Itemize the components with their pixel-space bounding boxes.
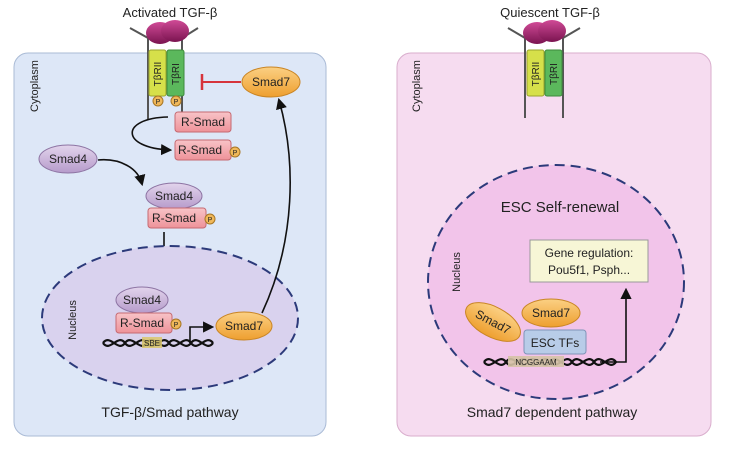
rsmad	[174, 111, 232, 133]
phospho-mark: P	[156, 99, 161, 106]
esc-self-renewal-label: ESC Self-renewal	[501, 199, 619, 216]
right-receptor-complex: TβRII TβRI	[507, 20, 581, 118]
right-cytoplasm-label: Cytoplasm	[411, 60, 423, 112]
smad7-cytoplasm	[241, 66, 301, 98]
nuclear-smad7	[215, 311, 273, 341]
rsmad-phospho-label: R-Smad	[178, 143, 222, 157]
right-nucleus-label: Nucleus	[451, 252, 463, 292]
complex-smad4-label: Smad4	[155, 189, 193, 203]
left-nucleus-label: Nucleus	[67, 300, 79, 340]
phospho-mark: P	[174, 99, 179, 106]
phospho-mark: P	[174, 322, 179, 329]
ligand-icon	[538, 20, 566, 42]
nuclear-smad7-label: Smad7	[225, 319, 263, 333]
receptor-type2	[526, 49, 545, 97]
receptor-1-label: TβRI	[171, 63, 182, 85]
right-panel-title: Quiescent TGF-β	[500, 5, 600, 20]
left-cytoplasm-label: Cytoplasm	[29, 60, 41, 112]
right-pathway-title: Smad7 dependent pathway	[467, 404, 637, 420]
smad7-tilted	[465, 302, 521, 342]
esc-tfs-label: ESC TFs	[531, 336, 579, 350]
smad7-export-arrow	[261, 97, 291, 314]
ligand-icon	[161, 20, 189, 42]
left-panel-title: Activated TGF-β	[123, 5, 218, 20]
esc-tfs	[523, 329, 587, 355]
receptor-type1	[544, 49, 563, 97]
gene-regulation-genes: Pou5f1, Psph...	[548, 263, 630, 277]
motif-box	[508, 356, 564, 367]
phosphate-circle	[152, 95, 164, 107]
motif-label: NCGGAAM	[515, 358, 557, 367]
phosphate-circle	[204, 213, 216, 225]
receptor-2-label: TβRII	[531, 62, 542, 87]
complex-formation-arrow	[97, 159, 146, 187]
smad7-top	[521, 298, 581, 328]
transcription-arrow	[189, 321, 215, 343]
gene-regulation-box	[529, 239, 649, 283]
smad4-free	[38, 144, 98, 174]
receptor-2-label: TβRII	[153, 62, 164, 87]
gene-activation-arrow	[600, 287, 632, 363]
phospho-mark: P	[233, 150, 238, 157]
gene-regulation-title: Gene regulation:	[545, 246, 634, 260]
phosphate-circle	[170, 318, 182, 330]
rsmad-label: R-Smad	[181, 115, 225, 129]
receptor-1-label: TβRI	[549, 63, 560, 85]
phosphate-circle	[229, 146, 241, 158]
nuclear-smad4-label: Smad4	[123, 293, 161, 307]
complex-rsmad-label: R-Smad	[152, 211, 196, 225]
smad4-free-label: Smad4	[49, 152, 87, 166]
left-receptor-complex: TβRII TβRI P P	[129, 20, 199, 120]
phospho-mark: P	[208, 217, 213, 224]
smad7-top-label: Smad7	[532, 306, 570, 320]
nuclear-rsmad-label: R-Smad	[120, 316, 164, 330]
sbe-label: SBE	[144, 339, 160, 348]
left-pathway-title: TGF-β/Smad pathway	[101, 404, 238, 420]
phosphate-circle	[170, 95, 182, 107]
phosphorylation-arrow	[131, 116, 173, 156]
sbe-box	[142, 337, 162, 348]
smad7-cytoplasm-label: Smad7	[252, 75, 290, 89]
